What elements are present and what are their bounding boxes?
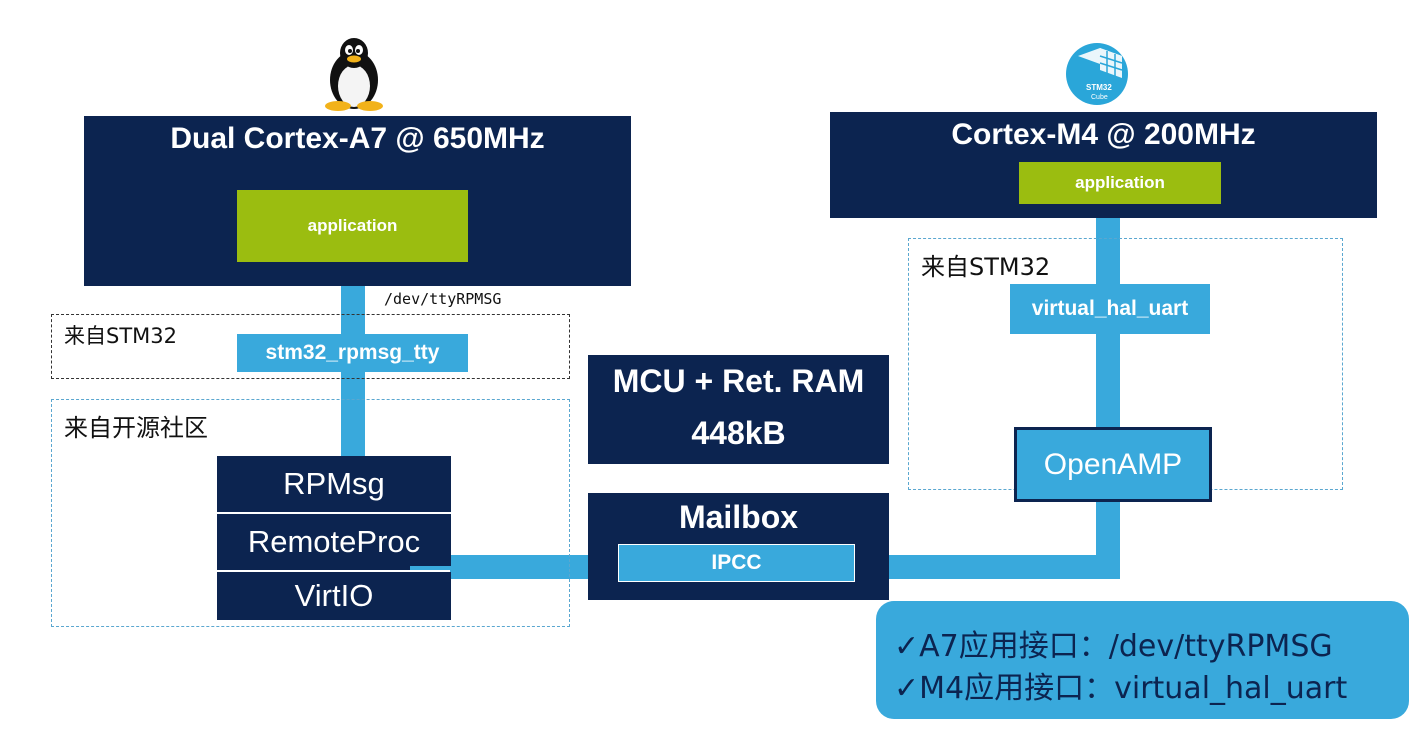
openamp-label: OpenAMP: [1043, 447, 1183, 481]
notes-line-1: ✓A7应用接口：/dev/ttyRPMSG: [894, 629, 1333, 664]
stm32cube-text-top: STM32: [1086, 83, 1112, 92]
notes-box: ✓A7应用接口：/dev/ttyRPMSG ✓M4应用接口：virtual_ha…: [876, 601, 1409, 719]
mailbox-block: Mailbox IPCC: [588, 493, 889, 600]
stack-connector-stub: [410, 566, 451, 570]
stm32cube-icon: STM32 Cube: [1064, 40, 1134, 106]
m4-vertical-connector-lower: [1096, 500, 1120, 579]
mcu-ram-line2: 448kB: [691, 415, 786, 451]
a7-community-region: 来自开源社区: [51, 399, 570, 627]
stm32-rpmsg-tty-box: stm32_rpmsg_tty: [237, 334, 468, 372]
stm32cube-text-bottom: Cube: [1091, 94, 1108, 101]
linux-penguin-icon: [318, 36, 390, 112]
m4-core-title: Cortex-M4 @ 200MHz: [951, 118, 1256, 151]
a7-application-box: application: [237, 190, 468, 262]
a7-core-title: Dual Cortex-A7 @ 650MHz: [170, 122, 545, 155]
virtual-hal-uart-box: virtual_hal_uart: [1010, 284, 1210, 334]
notes-line-2: ✓M4应用接口：virtual_hal_uart: [894, 671, 1348, 706]
a7-community-region-label: 来自开源社区: [64, 414, 208, 442]
m4-stm32-region-label: 来自STM32: [921, 253, 1051, 281]
openamp-box: OpenAMP: [1014, 427, 1212, 502]
mailbox-m4-connector: [888, 555, 1120, 579]
a7-stm32-region-label: 来自STM32: [64, 324, 177, 348]
dev-path-label: /dev/ttyRPMSG: [384, 290, 502, 308]
a7-core-block: Dual Cortex-A7 @ 650MHz application: [84, 116, 631, 286]
m4-application-box: application: [1019, 162, 1221, 204]
mcu-ram-block: MCU + Ret. RAM 448kB: [588, 355, 889, 464]
rpmsg-box: RPMsg: [217, 456, 451, 512]
virtio-box: VirtIO: [217, 572, 451, 620]
mcu-ram-line1: MCU + Ret. RAM: [612, 363, 865, 399]
ipcc-box: IPCC: [618, 544, 855, 582]
a7-stm32-region: 来自STM32: [51, 314, 570, 379]
m4-core-block: Cortex-M4 @ 200MHz application: [830, 112, 1377, 218]
mailbox-title: Mailbox: [678, 499, 799, 535]
a7-mailbox-connector: [450, 555, 590, 579]
remoteproc-box: RemoteProc: [217, 514, 451, 570]
